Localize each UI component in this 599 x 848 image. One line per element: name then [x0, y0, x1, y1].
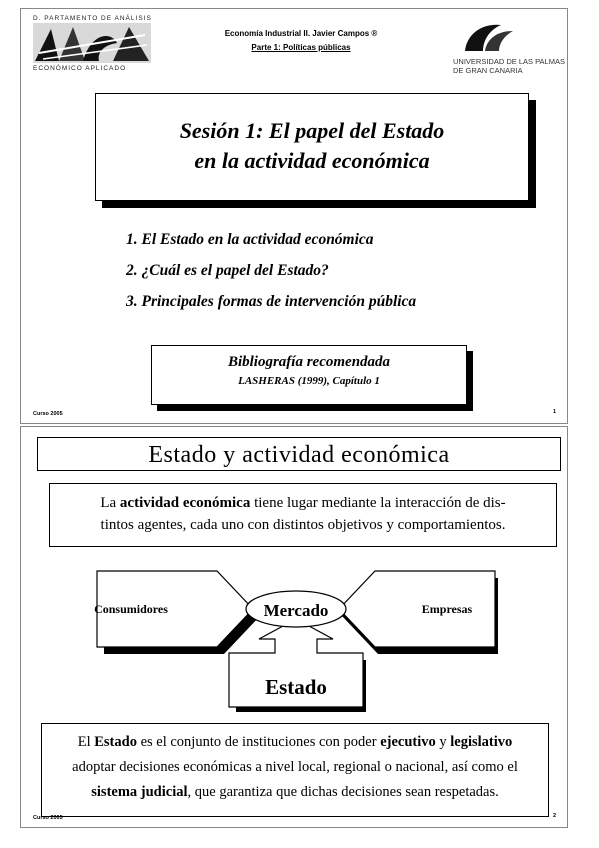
session-title-box: Sesión 1: El papel del Estado en la acti…: [95, 93, 529, 201]
key-term: ejecutivo: [380, 734, 436, 750]
department-logo-graphic: [33, 23, 151, 63]
state-definition: El Estado es el conjunto de institucione…: [41, 723, 549, 817]
page-number: 2: [553, 813, 557, 819]
university-logo: UNIVERSIDAD DE LAS PALMAS DE GRAN CANARI…: [451, 21, 565, 77]
economic-activity-definition: La actividad económica tiene lugar media…: [49, 483, 557, 547]
slide-1: D. PARTAMENTO DE ANÁLISIS ECONÓMICO APLI…: [20, 8, 568, 424]
course-part: Parte 1: Políticas públicas: [251, 43, 351, 52]
firms-arrow: [338, 570, 496, 648]
session-title-line1: Sesión 1: El papel del Estado: [179, 118, 445, 143]
department-name-top: D. PARTAMENTO DE ANÁLISIS: [33, 15, 152, 22]
bibliography-box: Bibliografía recomendada LASHERAS (1999)…: [151, 345, 467, 405]
university-emblem-icon: [465, 24, 513, 51]
slide-title: Estado y actividad económica: [37, 437, 561, 471]
bibliography-title: Bibliografía recomendada: [227, 354, 391, 370]
toc-item: 2. ¿Cuál es el papel del Estado?: [126, 262, 329, 279]
university-name-line1: UNIVERSIDAD DE LAS PALMAS: [453, 57, 565, 66]
university-name-line2: DE GRAN CANARIA: [453, 66, 523, 75]
state-definition-line1: El Estado es el conjunto de institucione…: [77, 734, 513, 750]
bibliography-reference: LASHERAS (1999), Capítulo 1: [238, 375, 380, 387]
consumers-arrow: [96, 570, 254, 648]
key-term: actividad económica: [119, 495, 251, 511]
key-term: Estado: [94, 734, 137, 750]
economic-agents-diagram: Consumidores Mercado Empresas Estado: [94, 570, 498, 712]
table-of-contents: 1. El Estado en la actividad económica 2…: [126, 231, 416, 324]
department-name-bottom: ECONÓMICO APLICADO: [33, 65, 127, 72]
course-title: Economía Industrial II. Javier Campos ®: [224, 29, 378, 38]
session-title: Sesión 1: El papel del Estado en la acti…: [96, 116, 528, 176]
toc-item: 1. El Estado en la actividad económica: [126, 231, 374, 248]
consumers-label: Consumidores: [94, 602, 168, 616]
university-name: UNIVERSIDAD DE LAS PALMAS DE GRAN CANARI…: [453, 57, 565, 75]
state-definition-line3: sistema judicial, que garantiza que dich…: [91, 784, 499, 800]
market-ellipse: [245, 590, 347, 628]
department-logo: D. PARTAMENTO DE ANÁLISIS ECONÓMICO APLI…: [33, 15, 151, 75]
key-term: sistema judicial: [91, 784, 188, 800]
session-title-line2: en la actividad económica: [194, 148, 430, 173]
definition-line1: La actividad económica tiene lugar media…: [100, 495, 506, 511]
course-header: Economía Industrial II. Javier Campos ® …: [181, 29, 421, 52]
footer-course-year: Curso 2005: [33, 411, 63, 417]
footer-course-year: Curso 2005: [33, 815, 63, 821]
state-label: Estado: [265, 675, 327, 699]
page-number: 1: [553, 409, 557, 415]
definition-line2: tintos agentes, cada uno con distintos o…: [100, 517, 506, 533]
slide-2: Estado y actividad económica La activida…: [20, 426, 568, 828]
state-definition-line2: adoptar decisiones económicas a nivel lo…: [72, 759, 518, 775]
firms-label: Empresas: [422, 602, 473, 616]
key-term: legislativo: [450, 734, 513, 750]
toc-item: 3. Principales formas de intervención pú…: [126, 293, 417, 310]
state-arrow: [228, 618, 364, 708]
market-label: Mercado: [264, 601, 329, 620]
